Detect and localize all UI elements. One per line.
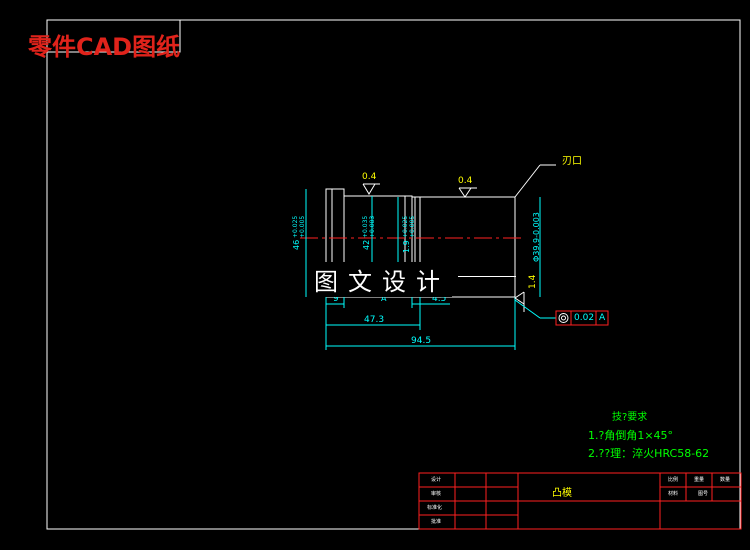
notes-line-2: 2.??理：淬火HRC58-62 — [588, 447, 710, 460]
drawing-border — [46, 19, 741, 530]
title-row-label-4: 批准 — [431, 519, 442, 525]
title-right-label-2: 重量 — [694, 477, 705, 483]
roughness-left-icon — [362, 183, 376, 195]
dim-right-diameter: Φ39.9-0.003 — [532, 212, 541, 262]
title-right-label-4: 材料 — [668, 491, 679, 497]
title-row-label-1: 设计 — [431, 477, 442, 483]
edge-leader — [514, 164, 541, 198]
dim-mid-diameter-prefix: 42 — [362, 239, 371, 250]
dim-94-5: 94.5 — [411, 336, 432, 346]
overlay-leader-line — [458, 276, 516, 277]
roughness-end-label: 1.4 — [528, 274, 538, 289]
dim-left-diameter-prefix: 46 — [292, 239, 301, 250]
overlay-title: 图文设计 — [312, 262, 452, 297]
dim-mid-diameter: +0.035 +0.083 — [362, 215, 376, 238]
dim-neck: +0.025 +0.005 — [402, 215, 416, 238]
dim-9: 9 — [333, 294, 339, 304]
title-row-label-3: 标准化 — [427, 505, 443, 511]
roughness-right-icon — [458, 187, 472, 198]
concentricity-icon — [558, 313, 569, 323]
roughness-end-icon — [514, 291, 525, 305]
dim-left-diameter: +0.025 +0.005 — [292, 215, 306, 238]
dim-neck-prefix: 1.9 — [402, 240, 411, 253]
dim-47-3: 47.3 — [364, 315, 385, 325]
roughness-left-label: 0.4 — [362, 172, 377, 182]
edge-label: 刃口 — [562, 156, 582, 167]
corner-label-box — [46, 19, 181, 53]
notes-line-1: 1.?角倒角1×45° — [588, 429, 674, 442]
tolerance-value: 0.02 — [574, 313, 595, 323]
title-right-label-5: 图号 — [698, 491, 709, 497]
roughness-right-label: 0.4 — [458, 176, 473, 186]
title-right-label-3: 数量 — [720, 477, 731, 483]
title-row-label-2: 审核 — [431, 491, 442, 497]
title-right-label-1: 比例 — [668, 477, 679, 483]
punch-body — [419, 196, 516, 298]
title-block — [418, 472, 742, 530]
part-name: 凸模 — [552, 488, 572, 499]
tolerance-frame — [514, 299, 609, 326]
dim-a: A — [381, 294, 387, 303]
watermark-title: 零件CAD图纸 — [28, 33, 181, 61]
notes-title: 技?要求 — [612, 412, 648, 423]
tolerance-datum: A — [599, 313, 606, 323]
roughness-symbols — [362, 183, 525, 312]
dim-4-5: 4.5 — [432, 294, 447, 304]
